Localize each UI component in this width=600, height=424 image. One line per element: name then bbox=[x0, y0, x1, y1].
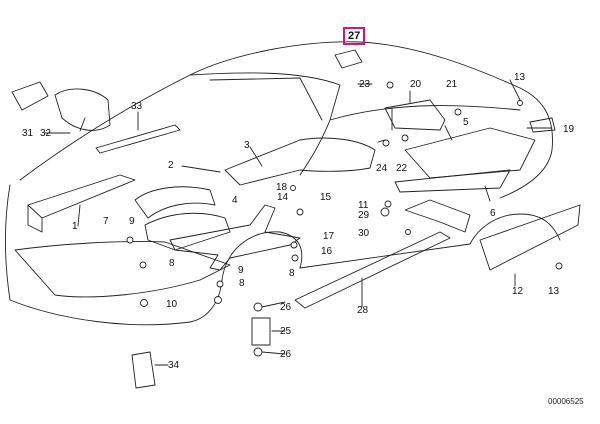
fastener-icon bbox=[253, 347, 263, 357]
part-32-shape bbox=[54, 88, 111, 131]
fastener-icon bbox=[401, 134, 409, 142]
callout-18: 18 bbox=[276, 182, 288, 193]
callout-33: 33 bbox=[131, 101, 143, 112]
part-1-shape bbox=[27, 174, 136, 233]
fastener-icon bbox=[384, 200, 392, 208]
fastener-icon bbox=[386, 81, 394, 89]
part-4-shape bbox=[144, 212, 231, 251]
callout-7: 7 bbox=[103, 216, 109, 227]
callout-23: 23 bbox=[359, 79, 371, 90]
part-12-shape bbox=[479, 204, 581, 271]
callout-24: 24 bbox=[376, 163, 388, 174]
fastener-icon bbox=[140, 299, 148, 307]
fastener-icon bbox=[253, 302, 263, 312]
callout-13a: 13 bbox=[514, 72, 526, 83]
callout-8c: 8 bbox=[289, 268, 295, 279]
callout-11: 11 bbox=[358, 200, 369, 211]
fastener-icon bbox=[405, 229, 411, 235]
car-front-bumper bbox=[5, 184, 11, 301]
callout-34: 34 bbox=[168, 360, 180, 371]
part-19-shape bbox=[529, 117, 556, 133]
leader-line bbox=[261, 351, 286, 355]
part-5-shape bbox=[404, 127, 536, 179]
callout-9b: 9 bbox=[238, 265, 244, 276]
car-roof-line bbox=[189, 72, 341, 176]
callout-27-highlighted: 27 bbox=[343, 27, 366, 45]
callout-6: 6 bbox=[490, 208, 496, 219]
part-31-shape bbox=[11, 81, 49, 111]
part-7-shape bbox=[14, 241, 231, 298]
callout-32: 32 bbox=[40, 128, 52, 139]
part-33-shape bbox=[95, 124, 181, 154]
callout-31: 31 bbox=[22, 128, 34, 139]
part-2-shape bbox=[134, 186, 216, 219]
callout-25: 25 bbox=[280, 326, 292, 337]
part-6-shape bbox=[394, 169, 511, 193]
car-rear-line bbox=[329, 105, 521, 121]
bracket-shape bbox=[404, 199, 471, 233]
car-sill bbox=[299, 243, 471, 269]
callout-4: 4 bbox=[232, 195, 238, 206]
callout-30: 30 bbox=[358, 228, 370, 239]
leader-line bbox=[444, 125, 453, 141]
leader-line bbox=[79, 117, 86, 132]
car-windshield bbox=[209, 77, 323, 121]
fastener-icon bbox=[382, 139, 390, 147]
crossmember-shape bbox=[169, 204, 301, 271]
callout-26a: 26 bbox=[280, 302, 292, 313]
fastener-icon bbox=[139, 261, 147, 269]
callout-13b: 13 bbox=[548, 286, 560, 297]
fastener-icon bbox=[126, 236, 134, 244]
callout-12: 12 bbox=[512, 286, 524, 297]
callout-22: 22 bbox=[396, 163, 408, 174]
car-body-outline bbox=[19, 41, 553, 199]
part-34-shape bbox=[131, 351, 156, 389]
part-28-shape bbox=[294, 231, 451, 309]
leader-line bbox=[77, 204, 81, 227]
fastener-icon bbox=[216, 280, 224, 288]
callout-26b: 26 bbox=[280, 349, 292, 360]
callout-3: 3 bbox=[244, 140, 250, 151]
callout-1: 1 bbox=[72, 221, 78, 232]
part-27-shape bbox=[334, 49, 363, 69]
fastener-icon bbox=[454, 108, 462, 116]
leader-line bbox=[249, 146, 263, 167]
callout-16: 16 bbox=[321, 246, 333, 257]
fastener-icon bbox=[291, 254, 299, 262]
callout-15: 15 bbox=[320, 192, 332, 203]
callout-28: 28 bbox=[357, 305, 369, 316]
callout-21: 21 bbox=[446, 79, 458, 90]
part-25-shape bbox=[251, 317, 271, 346]
leader-line bbox=[484, 185, 491, 202]
callout-14: 14 bbox=[277, 192, 289, 203]
part-3-shape bbox=[224, 137, 376, 186]
callout-29: 29 bbox=[358, 210, 370, 221]
car-lower-front bbox=[9, 279, 223, 326]
callout-19: 19 bbox=[563, 124, 575, 135]
fastener-icon bbox=[517, 100, 523, 106]
fastener-icon bbox=[296, 208, 304, 216]
callout-5: 5 bbox=[463, 117, 469, 128]
document-number: 00006525 bbox=[548, 397, 584, 406]
callout-8b: 8 bbox=[239, 278, 245, 289]
callout-17: 17 bbox=[323, 231, 335, 242]
callout-9a: 9 bbox=[129, 216, 135, 227]
fastener-icon bbox=[380, 207, 390, 217]
fastener-icon bbox=[290, 185, 296, 191]
fastener-icon bbox=[214, 296, 222, 304]
leader-line bbox=[261, 301, 286, 308]
callout-2: 2 bbox=[168, 160, 174, 171]
leader-line bbox=[509, 79, 521, 101]
fastener-icon bbox=[290, 241, 298, 249]
fastener-icon bbox=[555, 262, 563, 270]
callout-20: 20 bbox=[410, 79, 422, 90]
car-rear-arch bbox=[469, 213, 561, 245]
leader-line bbox=[181, 165, 221, 173]
callout-8a: 8 bbox=[169, 258, 175, 269]
callout-10: 10 bbox=[166, 299, 178, 310]
part-20-shape bbox=[384, 99, 446, 131]
